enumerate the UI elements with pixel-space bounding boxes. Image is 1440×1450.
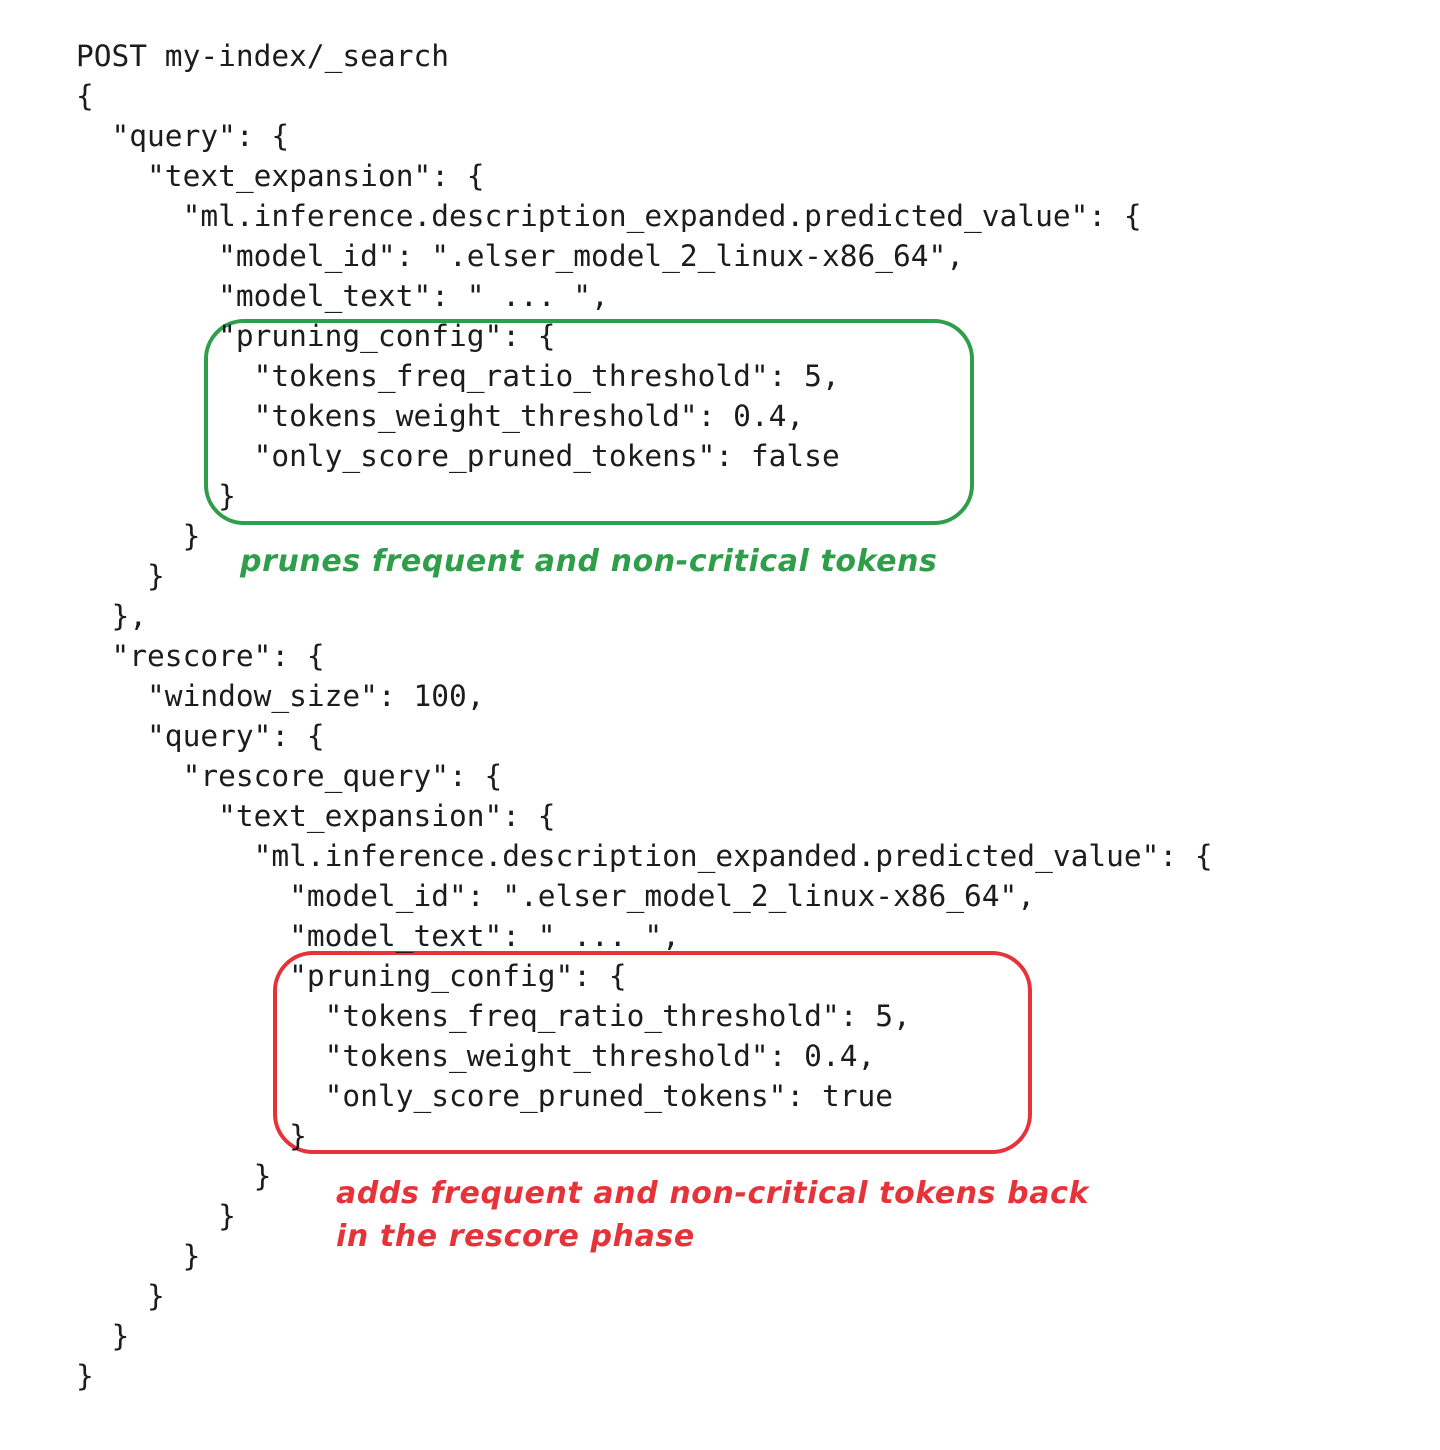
code-line-0: POST my-index/_search <box>76 39 449 73</box>
code-line-14: }, <box>76 599 148 633</box>
code-line-24: "tokens_freq_ratio_threshold": 5, <box>76 999 911 1033</box>
code-line-25: "tokens_weight_threshold": 0.4, <box>76 1039 876 1073</box>
query-phase-highlight-box <box>204 319 974 525</box>
code-line-17: "query": { <box>76 719 325 753</box>
code-line-28: } <box>76 1159 272 1193</box>
code-line-27: } <box>76 1119 307 1153</box>
code-line-20: "ml.inference.description_expanded.predi… <box>76 839 1213 873</box>
code-line-32: } <box>76 1319 130 1353</box>
code-line-31: } <box>76 1279 165 1313</box>
code-line-19: "text_expansion": { <box>76 799 556 833</box>
search-request-code: POST my-index/_search { "query": { "text_… <box>76 36 1213 1396</box>
code-line-33: } <box>76 1359 94 1393</box>
code-line-3: "text_expansion": { <box>76 159 485 193</box>
code-line-2: "query": { <box>76 119 290 153</box>
code-line-10: "only_score_pruned_tokens": false <box>76 439 840 473</box>
code-line-6: "model_text": " ... ", <box>76 279 609 313</box>
code-line-5: "model_id": ".elser_model_2_linux-x86_64… <box>76 239 965 273</box>
code-line-21: "model_id": ".elser_model_2_linux-x86_64… <box>76 879 1036 913</box>
code-line-16: "window_size": 100, <box>76 679 485 713</box>
code-line-1: { <box>76 79 94 113</box>
rescore-phase-annotation-line-1: adds frequent and non-critical tokens ba… <box>336 1176 1090 1211</box>
code-line-15: "rescore": { <box>76 639 325 673</box>
code-line-11: } <box>76 479 236 513</box>
query-phase-annotation-line-1: prunes frequent and non-critical tokens <box>240 544 938 579</box>
code-line-9: "tokens_weight_threshold": 0.4, <box>76 399 805 433</box>
query-phase-annotation-label: prunes frequent and non-critical tokens <box>240 540 937 583</box>
rescore-phase-highlight-box <box>273 951 1032 1154</box>
code-line-29: } <box>76 1199 236 1233</box>
code-line-4: "ml.inference.description_expanded.predi… <box>76 199 1142 233</box>
rescore-phase-annotation-line-2: in the rescore phase <box>336 1219 695 1254</box>
code-line-30: } <box>76 1239 201 1273</box>
code-line-18: "rescore_query": { <box>76 759 503 793</box>
code-line-13: } <box>76 559 165 593</box>
code-line-26: "only_score_pruned_tokens": true <box>76 1079 893 1113</box>
code-line-23: "pruning_config": { <box>76 959 627 993</box>
code-line-12: } <box>76 519 201 553</box>
rescore-phase-annotation-label: adds frequent and non-critical tokens ba… <box>336 1172 1089 1258</box>
code-line-8: "tokens_freq_ratio_threshold": 5, <box>76 359 840 393</box>
code-line-22: "model_text": " ... ", <box>76 919 680 953</box>
code-line-7: "pruning_config": { <box>76 319 556 353</box>
